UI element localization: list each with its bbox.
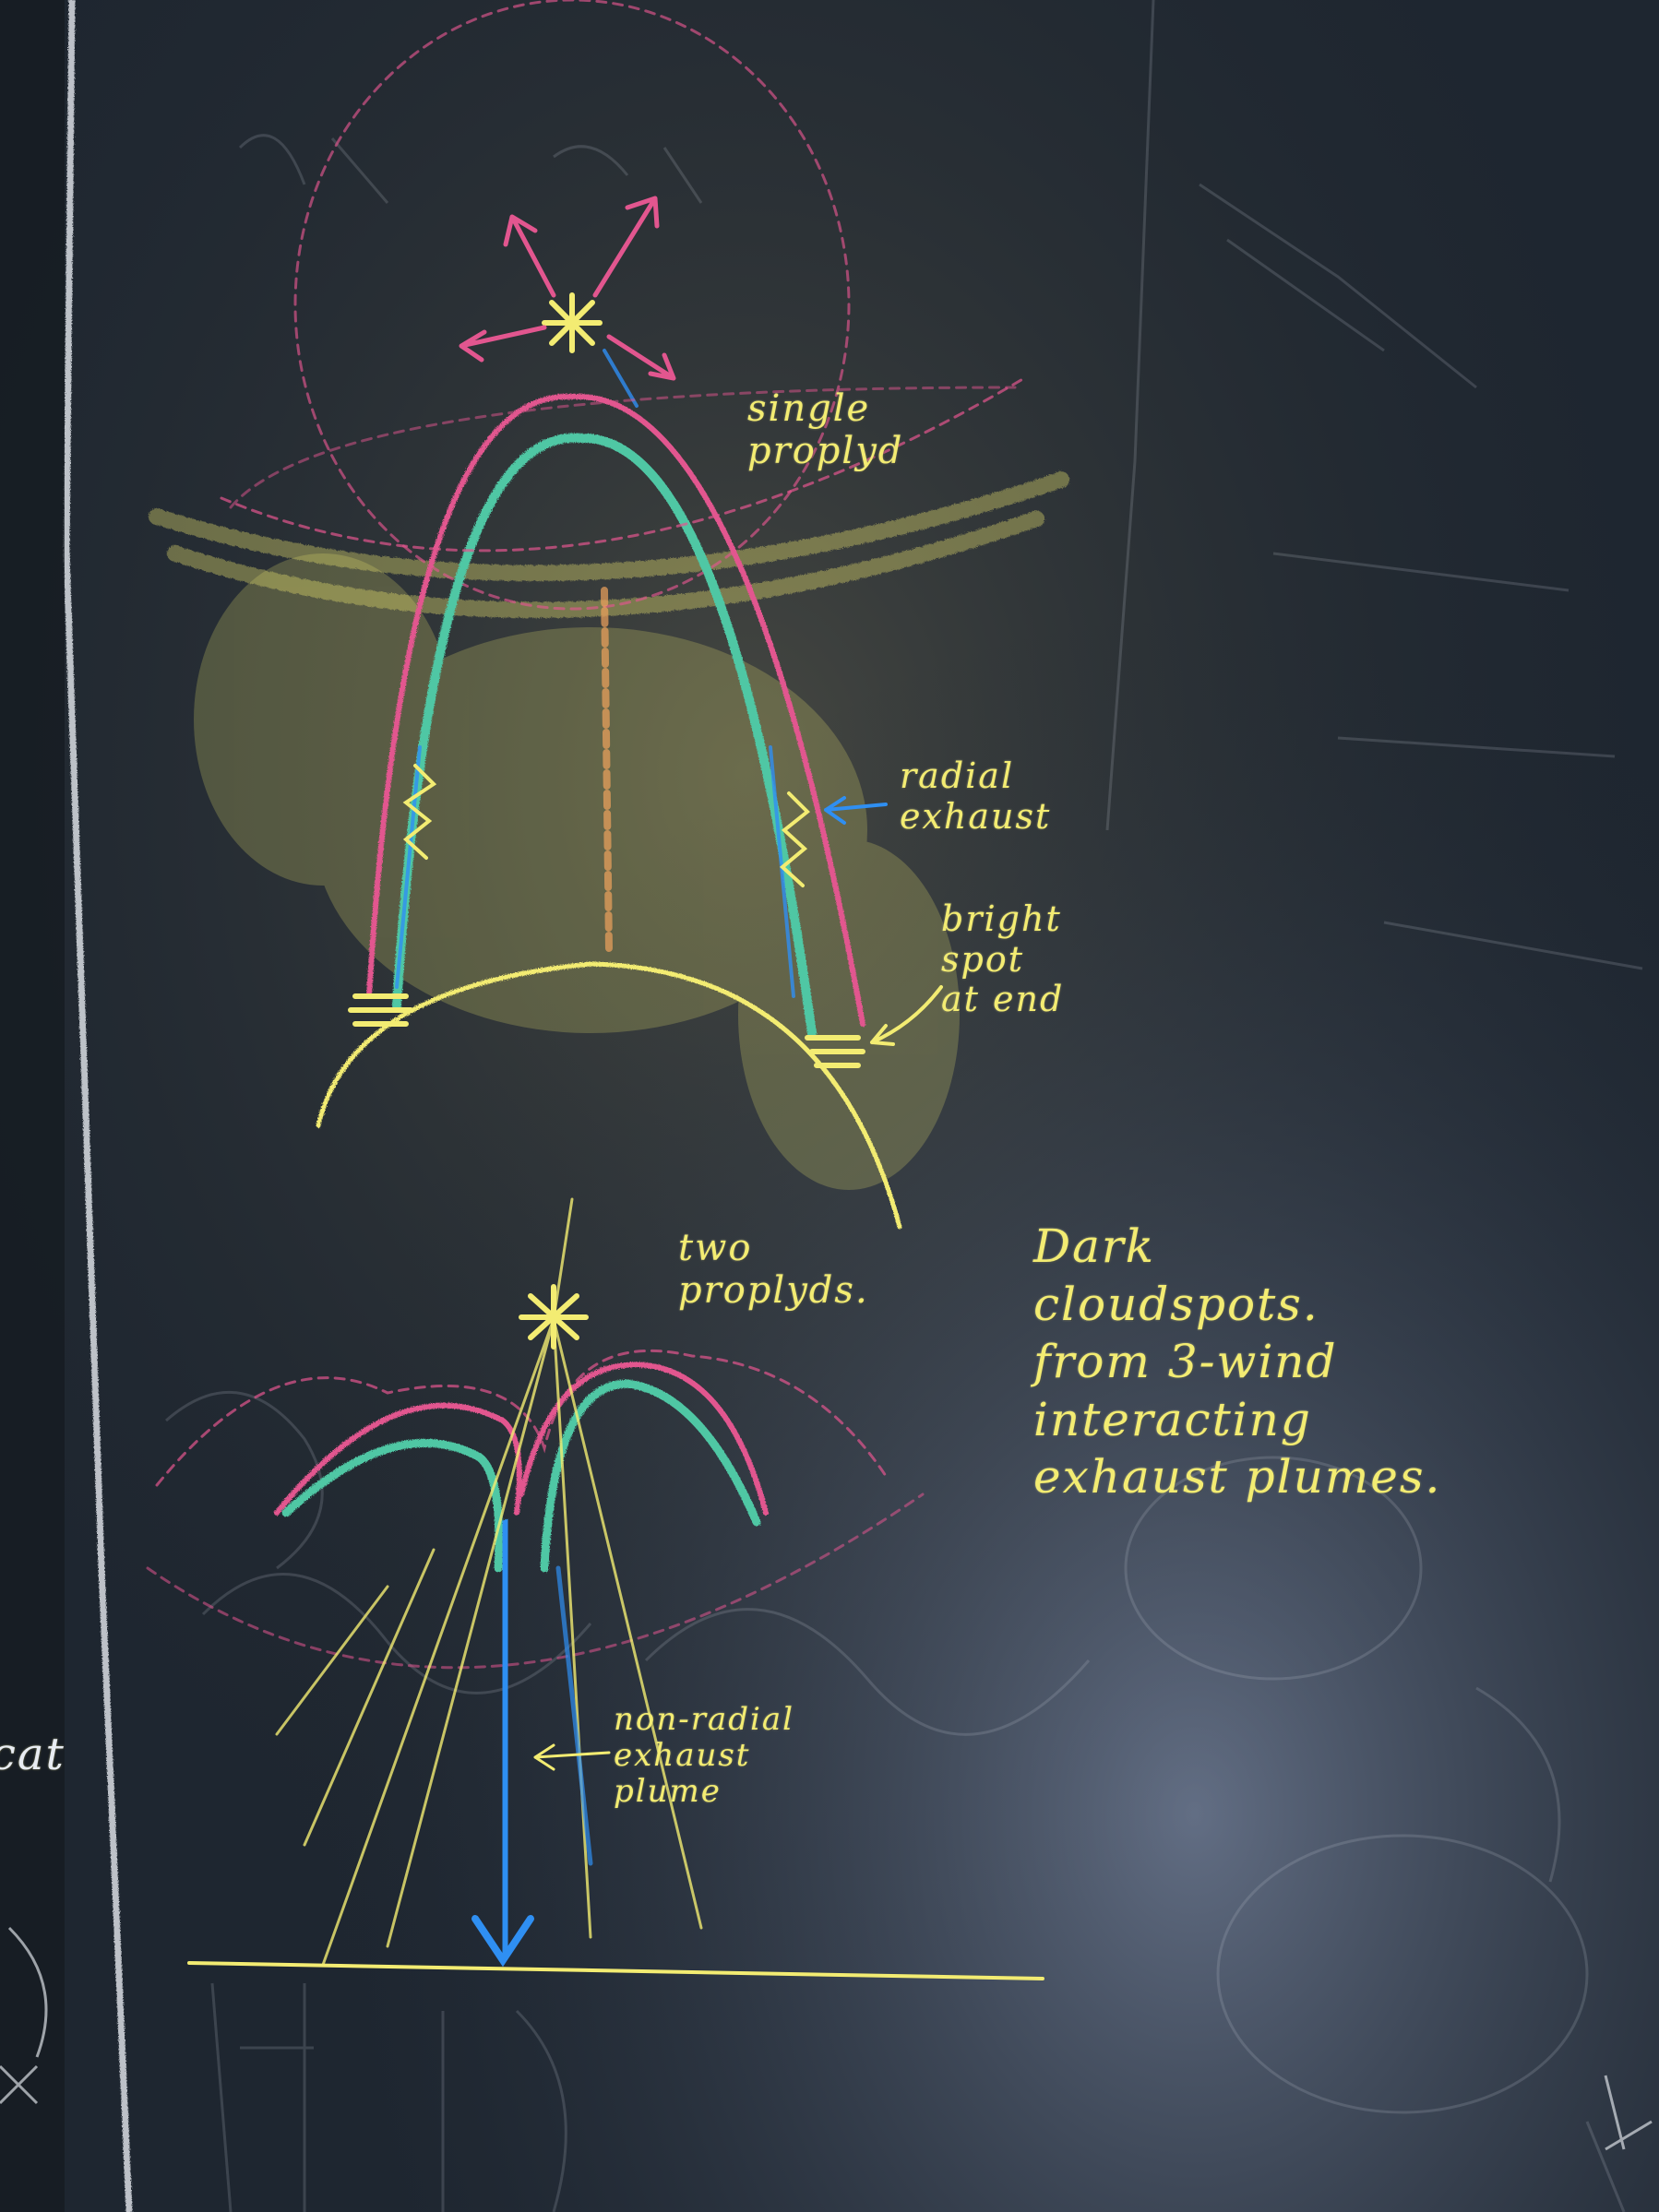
exhaust-zigzags xyxy=(402,764,810,887)
label-bright-spot: bright spot at end xyxy=(941,898,1065,1020)
two-proplyds-diagram xyxy=(146,1197,1044,1980)
edge-fragments xyxy=(0,1926,1653,2151)
teal-front-right xyxy=(540,1379,761,1573)
label-radial-exhaust: radial exhaust xyxy=(900,755,1052,837)
blue-flow-lines xyxy=(395,349,795,998)
yellow-flow-lines xyxy=(275,1197,703,1967)
radiation-arrows xyxy=(459,196,676,381)
radial-exhaust-arrow xyxy=(824,796,888,825)
pink-bow-shock xyxy=(366,393,865,1027)
label-two-proplyds: two proplyds. xyxy=(678,1227,869,1312)
label-edge-cat: cat xyxy=(0,1729,66,1780)
label-single-proplyd: single proplyd xyxy=(747,387,904,472)
pink-dashed-arc xyxy=(220,376,1026,553)
pink-bow-right xyxy=(519,1362,769,1516)
label-dark-cloudspots: Dark cloudspots. from 3-wind interacting… xyxy=(1033,1219,1442,1504)
blue-exhaust-plume xyxy=(491,1519,519,1958)
non-radial-arrow xyxy=(533,1743,611,1771)
pink-dashed-arc-2 xyxy=(229,386,1017,509)
label-non-radial-exhaust: non-radial exhaust plume xyxy=(614,1701,795,1811)
axis-line xyxy=(601,587,613,954)
bright-spots xyxy=(348,993,865,1068)
ionizing-star-top xyxy=(542,292,603,353)
teal-ionization-front xyxy=(392,433,817,1038)
proplyd-disk-edge xyxy=(316,961,902,1230)
pink-outer-arc xyxy=(155,1349,888,1487)
erased-scribbles xyxy=(165,0,1643,2212)
single-proplyd-diagram xyxy=(149,0,1069,1230)
pink-ionization-front xyxy=(293,0,851,611)
pink-bow-left xyxy=(274,1402,522,1516)
teal-front-left xyxy=(281,1438,504,1573)
blue-plume-wing xyxy=(555,1565,593,1866)
blue-plume-arrowhead xyxy=(471,1915,534,1968)
board-left-shadow xyxy=(0,0,65,2212)
baseline xyxy=(187,1961,1044,1980)
bright-spot-arrow xyxy=(870,985,943,1046)
board-left-edge xyxy=(63,0,133,2212)
